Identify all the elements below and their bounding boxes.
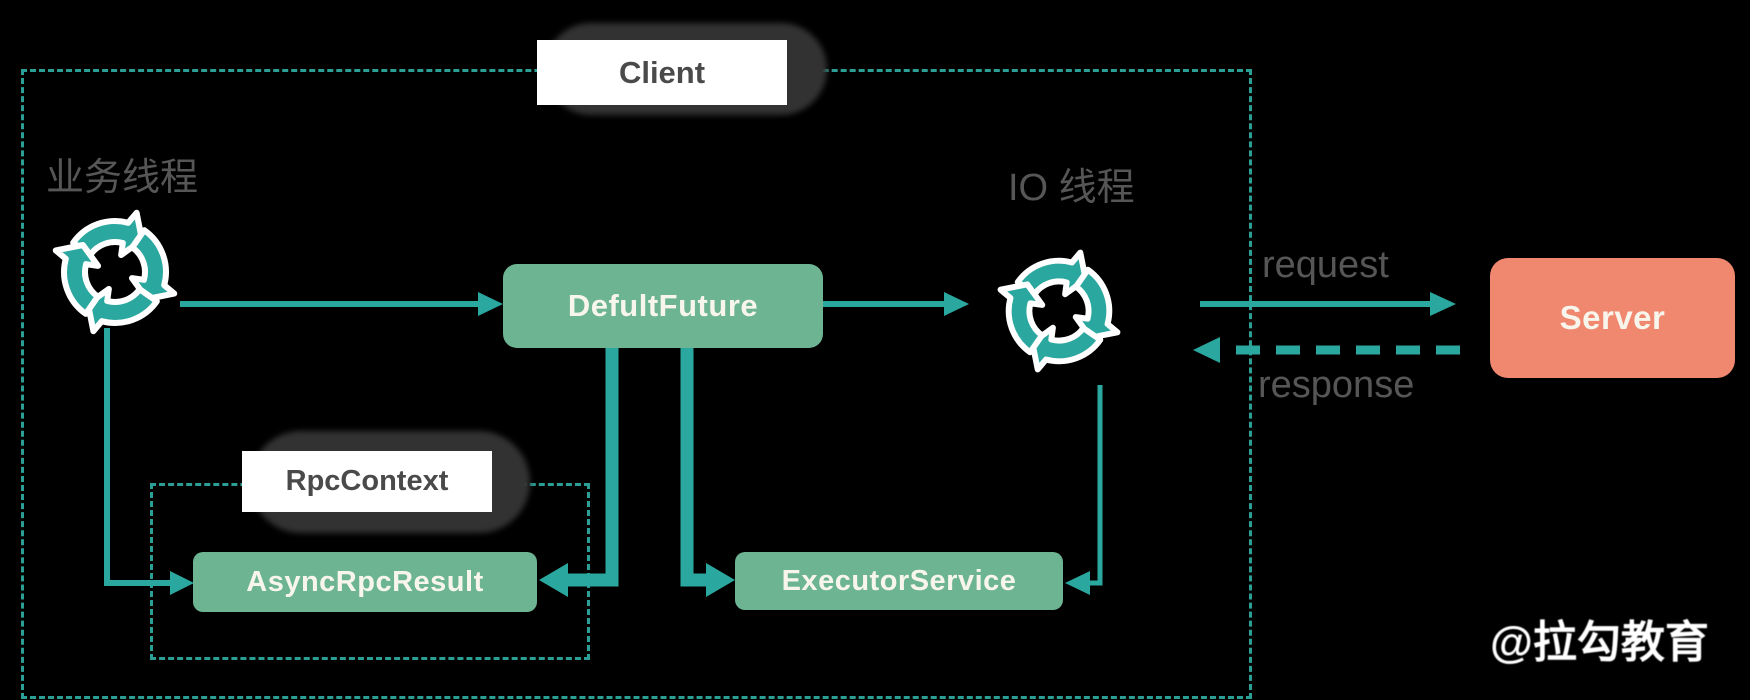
arrow-defultfuture-to-asyncrpcresult [539,348,619,597]
rpc-context-tag-label: RpcContext [285,465,449,497]
business-thread-label: 业务线程 [46,157,199,199]
watermark-text: @拉勾教育 [1490,618,1709,667]
server-node: Server [1490,258,1735,378]
asyncrpcresult-node-label: AsyncRpcResult [246,565,484,598]
io-thread-cycle-arrows-icon [997,249,1121,373]
defultfuture-node-label: DefultFuture [567,288,759,323]
defultfuture-node: DefultFuture [503,264,823,348]
rpc-context-tag: RpcContext [242,451,492,512]
arrow-request [1200,292,1456,316]
arrow-business-thread-to-defultfuture [180,292,503,316]
arrow-defultfuture-to-io-thread [823,292,969,316]
arrow-defultfuture-to-executorservice [680,348,735,597]
client-tag: Client [537,40,787,105]
request-edge-label: request [1262,244,1389,286]
executorservice-node: ExecutorService [735,552,1063,610]
arrow-business-thread-to-asyncrpcresult [104,328,194,595]
io-thread-label: IO 线程 [1008,167,1135,209]
response-edge-label: response [1258,364,1415,406]
arrow-response [1193,337,1460,363]
server-node-label: Server [1559,299,1666,336]
asyncrpcresult-node: AsyncRpcResult [193,552,537,612]
client-tag-label: Client [618,54,706,90]
arrow-io-thread-to-executorservice [1065,385,1103,595]
executorservice-node-label: ExecutorService [781,564,1017,597]
business-thread-cycle-arrows-icon [52,209,178,335]
